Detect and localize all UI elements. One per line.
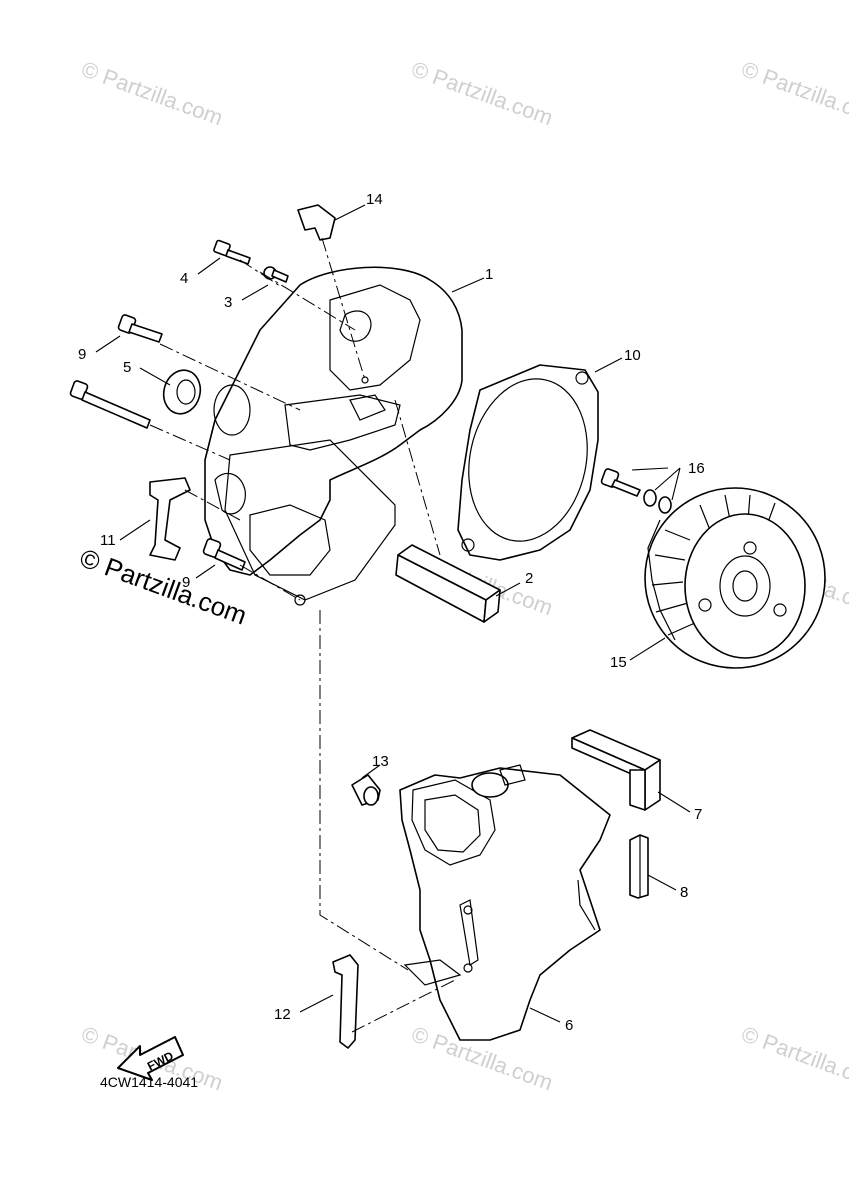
- callout-6: 6: [565, 1017, 573, 1034]
- part-long-bolt: [69, 380, 151, 429]
- part-15-flywheel-fan: [644, 487, 826, 669]
- callout-labels: 14 4 1 3 9 10 5 16 11 9 2 15 13 7 8 12 6: [78, 191, 705, 1034]
- watermark-top-left: © Partzilla.com: [78, 56, 226, 130]
- part-2-seal-strip: [395, 544, 501, 623]
- watermark-top-center: © Partzilla.com: [408, 56, 556, 130]
- part-11-bracket: [149, 477, 191, 561]
- callout-14: 14: [366, 191, 383, 208]
- part-3-screw: [263, 266, 289, 283]
- part-9-bolt-upper: [117, 314, 163, 343]
- diagram-code: 4CW1414-4041: [100, 1074, 198, 1090]
- callout-8: 8: [680, 884, 688, 901]
- part-12-bracket: [332, 954, 359, 1049]
- part-5-grommet: [162, 369, 202, 415]
- callout-5: 5: [123, 359, 131, 376]
- callout-9-lower: 9: [182, 574, 190, 591]
- part-1-air-shroud: [204, 266, 463, 606]
- part-9-bolt-lower: [202, 538, 246, 571]
- callout-3: 3: [224, 294, 232, 311]
- callout-15: 15: [610, 654, 627, 671]
- part-7-l-strip: [571, 729, 661, 811]
- callout-2: 2: [525, 570, 533, 587]
- callout-13: 13: [372, 753, 389, 770]
- callout-12: 12: [274, 1006, 291, 1023]
- callout-9-upper: 9: [78, 346, 86, 363]
- part-4-bolt: [213, 239, 251, 265]
- part-8-small-strip: [629, 834, 649, 899]
- callout-11: 11: [100, 532, 116, 549]
- callout-4: 4: [180, 270, 188, 287]
- part-16-bolt-washers: [600, 468, 672, 514]
- watermark-bottom-right: © Partzilla.com: [738, 1021, 849, 1095]
- watermark-top-right: © Partzilla.com: [738, 56, 849, 130]
- part-6-lower-shroud: [399, 764, 611, 1041]
- callout-7: 7: [694, 806, 702, 823]
- callout-1: 1: [485, 266, 493, 283]
- part-14-clip: [297, 204, 336, 241]
- callout-16: 16: [688, 460, 705, 477]
- part-10-gasket-plate: [457, 364, 599, 561]
- leader-lines: [95, 204, 691, 1033]
- part-13-plug: [351, 774, 381, 806]
- callout-10: 10: [624, 347, 641, 364]
